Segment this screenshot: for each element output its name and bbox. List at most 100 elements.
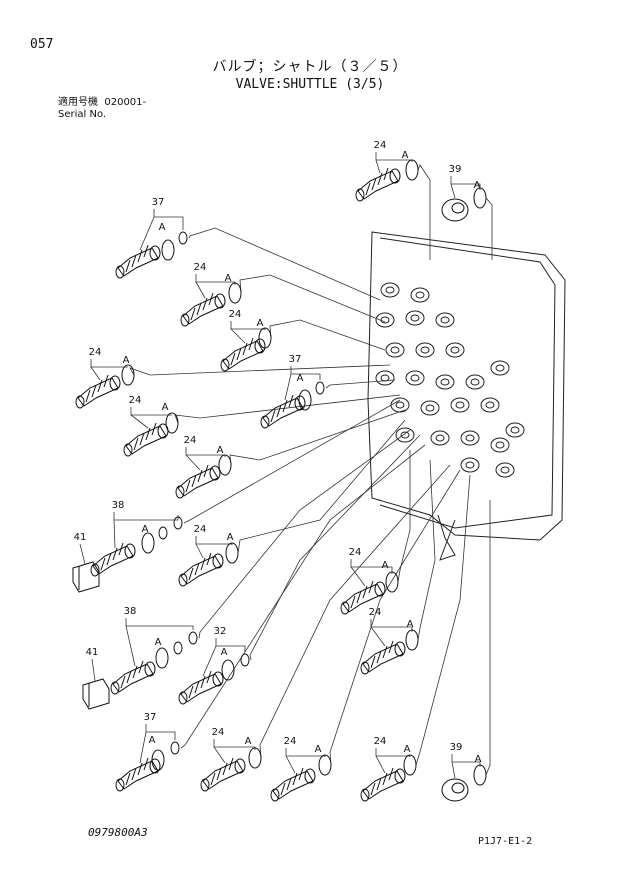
assembly-line: [229, 409, 406, 466]
part-number-label: 39: [449, 164, 462, 175]
o-ring-letter: A: [407, 619, 414, 630]
body-port: [465, 374, 485, 390]
body-port-bore: [435, 434, 445, 442]
fitting-part: [82, 678, 110, 710]
body-port-bore: [495, 364, 505, 372]
o-ring-letter: A: [382, 560, 389, 571]
body-port-bore: [395, 401, 405, 409]
body-port-bore: [390, 346, 400, 354]
part-number-label: 24: [89, 347, 102, 358]
fitting-part: [115, 757, 161, 792]
fitting-part: [360, 640, 406, 675]
fitting-part: [200, 757, 246, 792]
callout-leader: [185, 454, 201, 471]
assembly-line: [188, 227, 381, 301]
body-port-bore: [410, 374, 420, 382]
body-port: [395, 427, 415, 443]
o-ring: [405, 159, 419, 181]
page-number: 057: [30, 37, 54, 52]
o-ring-letter: A: [123, 355, 130, 366]
body-port: [415, 342, 435, 358]
body-port-bore: [510, 426, 520, 434]
fitting-part: [175, 464, 221, 499]
part-number-label: 24: [194, 524, 207, 535]
body-port-bore: [470, 378, 480, 386]
body-port: [490, 360, 510, 376]
callout-bracket: [350, 559, 393, 574]
assembly-line: [325, 379, 396, 389]
title-japanese: バルブ；シャトル（３／５）: [212, 59, 408, 75]
callout-leader: [195, 281, 206, 299]
o-ring: [188, 631, 198, 645]
callout-leader: [90, 366, 101, 381]
o-ring: [225, 542, 239, 564]
o-ring: [161, 239, 175, 261]
o-ring-letter: A: [474, 180, 481, 191]
body-port: [505, 422, 525, 438]
callout-bracket: [113, 512, 179, 521]
callout-bracket: [375, 152, 413, 162]
callout-leader: [139, 216, 155, 251]
body-port-bore: [425, 404, 435, 412]
o-ring: [228, 282, 242, 304]
o-ring: [240, 653, 250, 667]
callout-bracket: [285, 748, 326, 757]
fitting-part: [360, 767, 406, 802]
assembly-line: [329, 469, 461, 766]
part-number-label: 37: [152, 197, 165, 208]
body-port-bore: [440, 378, 450, 386]
fitting-part: [340, 580, 386, 615]
o-ring-letter: A: [217, 445, 224, 456]
serial-label-en: Serial No.: [58, 109, 107, 120]
callout-leader: [370, 626, 386, 647]
body-port: [385, 342, 405, 358]
o-ring: [473, 187, 487, 209]
callout-leader: [285, 755, 296, 774]
assembly-line: [417, 164, 431, 260]
assembly-line: [183, 399, 401, 524]
callout-leader: [113, 519, 116, 549]
callout-bracket: [195, 536, 233, 545]
callout-bracket: [290, 366, 321, 380]
assembly-line: [239, 274, 386, 323]
callout-leader: [230, 328, 246, 344]
o-ring: [315, 381, 325, 395]
o-ring: [405, 629, 419, 651]
o-ring-letter: A: [404, 744, 411, 755]
o-ring-letter: A: [221, 647, 228, 658]
callout-leader: [79, 543, 86, 565]
o-ring: [218, 454, 232, 476]
body-port: [380, 282, 400, 298]
o-ring-letter: A: [162, 402, 169, 413]
o-ring: [248, 747, 262, 769]
o-ring: [473, 764, 487, 786]
o-ring-letter: A: [475, 754, 482, 765]
fitting-part: [72, 561, 100, 593]
body-port: [445, 342, 465, 358]
assembly-line: [237, 419, 406, 554]
body-port: [405, 310, 425, 326]
body-port-bore: [380, 374, 390, 382]
callout-bracket: [375, 748, 411, 757]
o-ring: [318, 754, 332, 776]
o-ring: [158, 526, 168, 540]
part-number-label: 24: [349, 547, 362, 558]
fitting-part: [260, 394, 306, 429]
fitting-part: [178, 552, 224, 587]
callout-leader: [450, 183, 456, 199]
part-number-label: 39: [450, 742, 463, 753]
o-ring-letter: A: [227, 532, 234, 543]
body-port-bore: [465, 461, 475, 469]
o-ring: [155, 647, 169, 669]
part-number-label: 24: [374, 736, 387, 747]
callout-bracket: [230, 321, 266, 330]
body-port-bore: [380, 316, 390, 324]
fitting-part: [220, 337, 266, 372]
body-port: [420, 400, 440, 416]
o-ring: [298, 389, 312, 411]
o-ring-letter: A: [402, 150, 409, 161]
assembly-line: [174, 394, 401, 424]
part-number-label: 37: [144, 712, 157, 723]
title-english: VALVE:SHUTTLE (3/5): [235, 77, 385, 92]
callout-leader: [195, 543, 204, 559]
